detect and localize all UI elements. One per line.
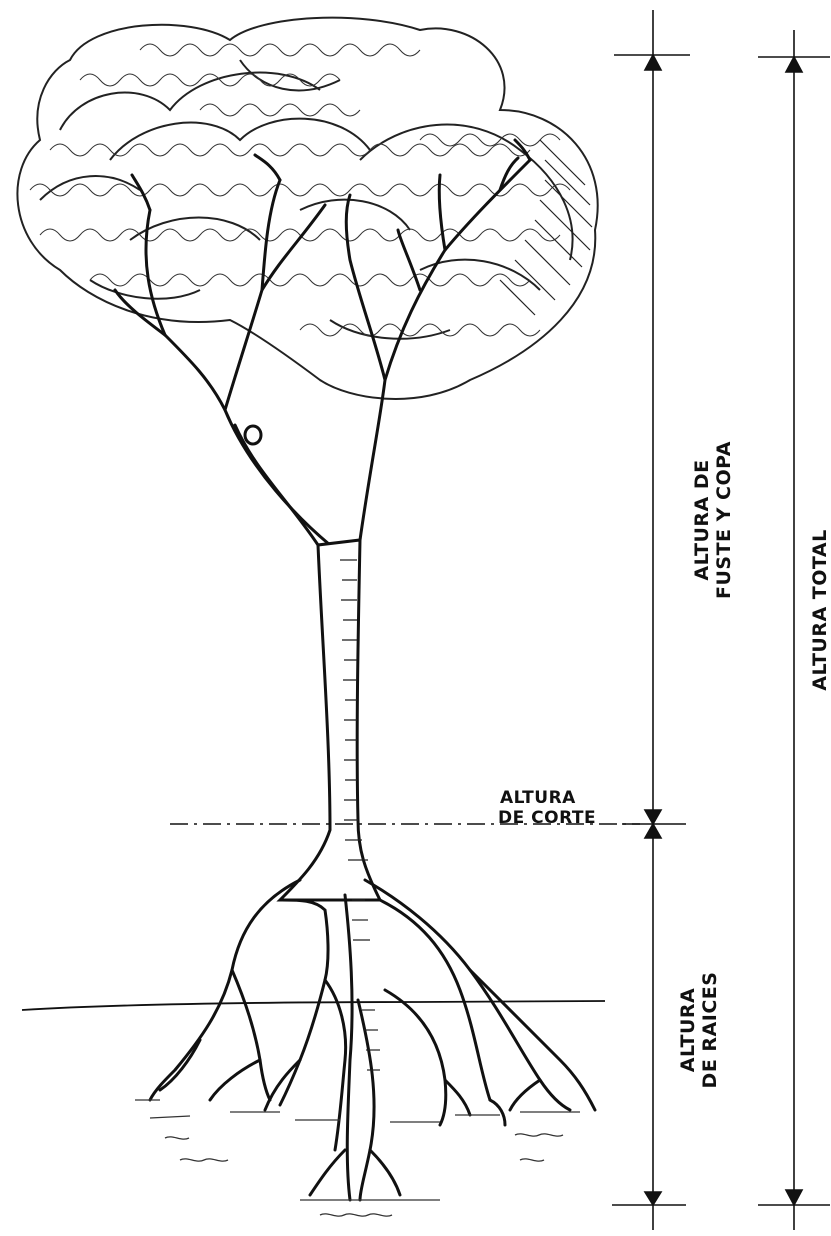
total-height-text: ALTURA TOTAL [809,529,831,690]
water-ripples [135,1100,580,1216]
roots-height-label: ALTURA DE RAICES [677,972,721,1089]
crown-shading [500,140,592,315]
ground-line [22,1001,605,1010]
trunk-crown-label-line2: FUSTE Y COPA [713,441,735,599]
prop-roots [150,880,595,1200]
roots-label-line2: DE RAICES [699,972,721,1089]
trunk-crown-height-label: ALTURA DE FUSTE Y COPA [691,441,735,599]
tree-trunk [280,540,380,900]
tree-crown [17,18,597,399]
root-shading [352,900,380,1070]
crown-texture [30,44,570,336]
tree-branches [115,140,530,545]
trunk-crown-label-line1: ALTURA DE [691,459,713,580]
cut-height-label-line1: ALTURA [500,788,576,808]
total-height-label: ALTURA TOTAL [809,529,831,690]
roots-label-line1: ALTURA [677,988,699,1072]
cut-height-label-line2: DE CORTE [498,808,596,828]
